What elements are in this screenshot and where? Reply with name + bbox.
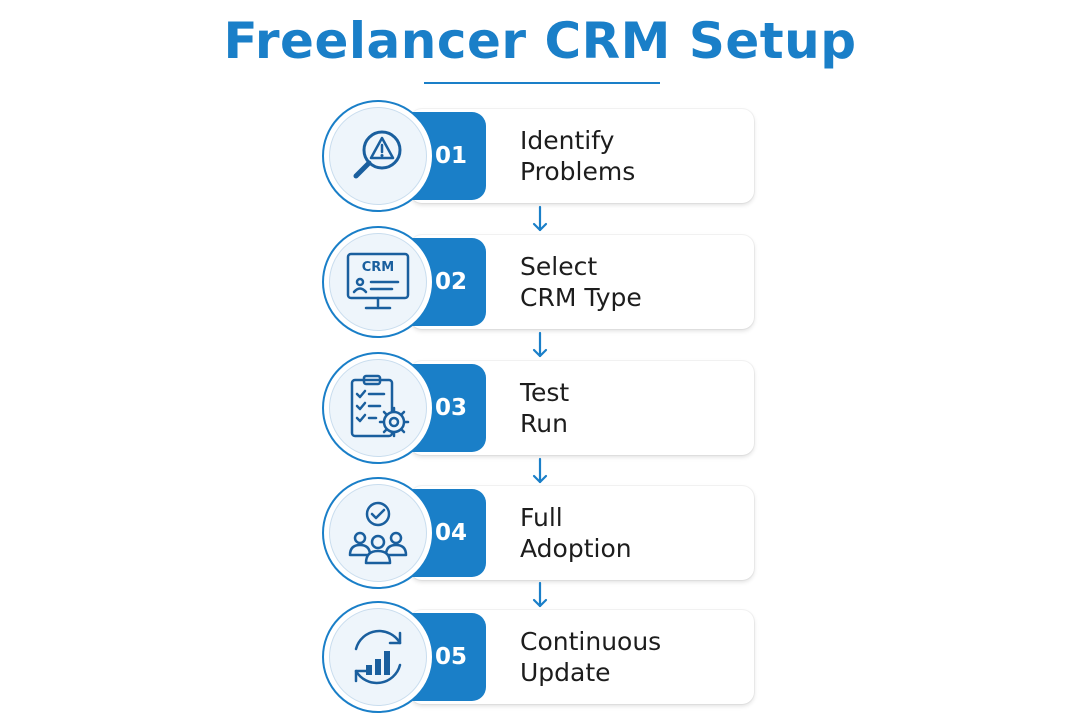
step-2: 02 CRM Select CRM Type bbox=[322, 226, 758, 342]
step-label-line-2: Run bbox=[520, 409, 568, 438]
step-label-line-1: Full bbox=[520, 503, 563, 532]
step-5: 05 Continuous Update bbox=[322, 601, 758, 717]
step-label: Identify Problems bbox=[520, 116, 750, 196]
arrow-down-icon bbox=[532, 331, 548, 358]
step-label-line-1: Continuous bbox=[520, 627, 662, 656]
magnifier-warning-icon bbox=[353, 130, 402, 179]
arrow-down-icon bbox=[532, 457, 548, 484]
step-label-line-2: Adoption bbox=[520, 534, 632, 563]
icon-circle bbox=[322, 100, 434, 212]
step-3: 03 Test Run bbox=[322, 352, 758, 468]
step-label-line-1: Identify bbox=[520, 126, 615, 155]
step-label: Test Run bbox=[520, 368, 750, 448]
icon-circle bbox=[322, 352, 434, 464]
arrow-down-icon bbox=[532, 581, 548, 608]
step-label-line-1: Test bbox=[520, 378, 570, 407]
step-label: Select CRM Type bbox=[520, 242, 750, 322]
refresh-chart-icon bbox=[354, 629, 402, 685]
page-title: Freelancer CRM Setup bbox=[223, 12, 857, 70]
step-label: Continuous Update bbox=[520, 617, 750, 697]
arrow-down-icon bbox=[532, 205, 548, 232]
step-number: 04 bbox=[434, 520, 467, 546]
step-number: 03 bbox=[434, 395, 467, 421]
title-underline bbox=[424, 82, 660, 84]
step-label-line-1: Select bbox=[520, 252, 598, 281]
step-4: 04 Full Adoption bbox=[322, 477, 758, 593]
crm-icon-text: CRM bbox=[362, 260, 395, 275]
step-number: 01 bbox=[434, 143, 467, 169]
crm-monitor-icon: CRM bbox=[346, 252, 410, 310]
step-number: 05 bbox=[434, 644, 467, 670]
step-label-line-2: CRM Type bbox=[520, 283, 642, 312]
icon-circle bbox=[322, 477, 434, 589]
icon-circle: CRM bbox=[322, 226, 434, 338]
step-number: 02 bbox=[434, 269, 467, 295]
step-label: Full Adoption bbox=[520, 493, 750, 573]
step-1: 01 Identify Problems bbox=[322, 100, 758, 216]
icon-circle bbox=[322, 601, 434, 713]
step-label-line-2: Problems bbox=[520, 157, 636, 186]
checklist-gear-icon bbox=[350, 374, 410, 438]
step-label-line-2: Update bbox=[520, 658, 611, 687]
team-check-icon bbox=[348, 501, 408, 565]
